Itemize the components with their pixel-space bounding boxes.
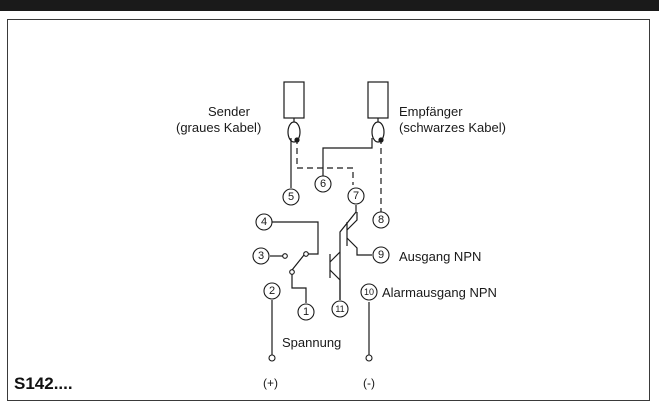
wire-switch-1 <box>291 272 307 303</box>
wire-receiver-6 <box>322 138 373 176</box>
sender-device <box>283 81 305 119</box>
terminal-10-label: 10 <box>364 287 374 297</box>
terminal-10 <box>360 283 378 301</box>
terminal-1-label: 1 <box>303 306 309 318</box>
terminal-7 <box>347 187 365 205</box>
receiver-label: Empfänger <box>399 104 463 119</box>
terminal-3-label: 3 <box>258 250 264 262</box>
top-bar <box>0 0 659 11</box>
terminal-4 <box>255 213 273 231</box>
terminal-3 <box>252 247 270 265</box>
voltage-label: Spannung <box>282 335 342 350</box>
terminal-8-label: 8 <box>378 214 384 226</box>
terminal-9-label: 9 <box>378 249 384 261</box>
terminal-2-label: 2 <box>269 285 275 297</box>
wire-7-transistor <box>339 205 357 300</box>
terminal-1 <box>297 303 315 321</box>
sender-label: Sender <box>208 104 250 119</box>
receiver-cable-label: (schwarzes Kabel) <box>399 120 506 135</box>
model-number: S142.... <box>14 374 73 393</box>
terminal-plus <box>268 354 276 362</box>
terminal-minus <box>365 354 373 362</box>
output-npn-label: Ausgang NPN <box>399 249 482 264</box>
terminal-11 <box>331 300 349 318</box>
terminal-5 <box>282 188 300 206</box>
terminal-6-label: 6 <box>320 178 326 190</box>
wire-4-switch <box>272 221 319 255</box>
terminal-8 <box>372 211 390 229</box>
terminal-9 <box>372 246 390 264</box>
receiver-device <box>367 81 389 119</box>
terminal-2 <box>263 282 281 300</box>
minus-label: (-) <box>363 376 375 390</box>
sender-cable-label: (graues Kabel) <box>176 120 262 135</box>
terminal-6 <box>314 175 332 193</box>
plus-label: (+) <box>263 376 278 390</box>
terminal-5-label: 5 <box>288 191 294 203</box>
terminal-11-label: 11 <box>335 304 344 314</box>
diagram-frame <box>7 19 650 401</box>
terminal-7-label: 7 <box>353 190 359 202</box>
terminal-4-label: 4 <box>261 216 267 228</box>
alarm-npn-label: Alarmausgang NPN <box>382 285 497 300</box>
wire-sender-dashed <box>296 138 354 185</box>
